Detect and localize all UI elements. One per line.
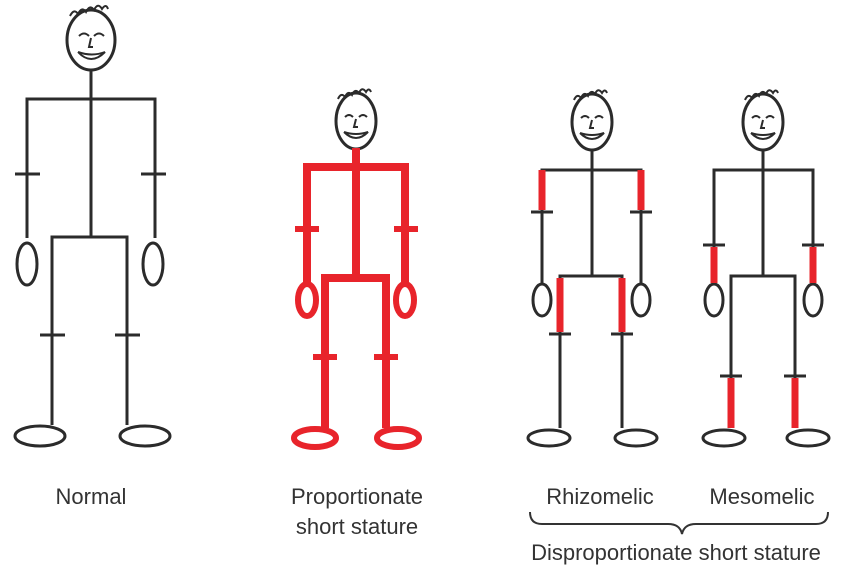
figure-mesomelic [703,90,829,446]
legs-normal [52,237,127,425]
hand-left-normal [17,243,37,285]
head-mesomelic [743,90,783,150]
hand-right-normal [143,243,163,285]
head-rhizomelic [572,90,612,150]
hand-left-mesomelic [705,284,723,316]
caption-proportionate-line2: short stature [265,512,449,542]
caption-normal-text: Normal [56,484,127,509]
foot-left-normal [15,426,65,446]
legs-rhizomelic [560,276,622,428]
head-proportionate [336,89,376,149]
foot-right-normal [120,426,170,446]
hand-left-rhizomelic [533,284,551,316]
foot-left-rhizomelic [528,430,570,446]
legs-proportionate [325,278,386,428]
hand-left-proportionate [298,284,316,316]
caption-proportionate-line1: Proportionate [265,482,449,512]
foot-left-proportionate [294,429,336,447]
caption-group: Disproportionate short stature [498,538,854,568]
foot-left-mesomelic [703,430,745,446]
caption-normal: Normal [28,482,154,512]
caption-mesomelic: Mesomelic [692,482,832,512]
group-bracket [530,512,828,534]
caption-rhizomelic-text: Rhizomelic [546,484,654,509]
caption-rhizomelic: Rhizomelic [530,482,670,512]
legs-mesomelic [731,276,795,428]
foot-right-proportionate [377,429,419,447]
figure-proportionate [294,89,419,447]
figure-normal [15,6,170,446]
caption-proportionate: Proportionate short stature [265,482,449,542]
hand-right-rhizomelic [632,284,650,316]
head-normal [67,6,115,70]
caption-mesomelic-text: Mesomelic [709,484,814,509]
figure-rhizomelic [528,90,657,446]
hand-right-mesomelic [804,284,822,316]
foot-right-rhizomelic [615,430,657,446]
foot-right-mesomelic [787,430,829,446]
hand-right-proportionate [396,284,414,316]
caption-group-text: Disproportionate short stature [531,540,821,565]
